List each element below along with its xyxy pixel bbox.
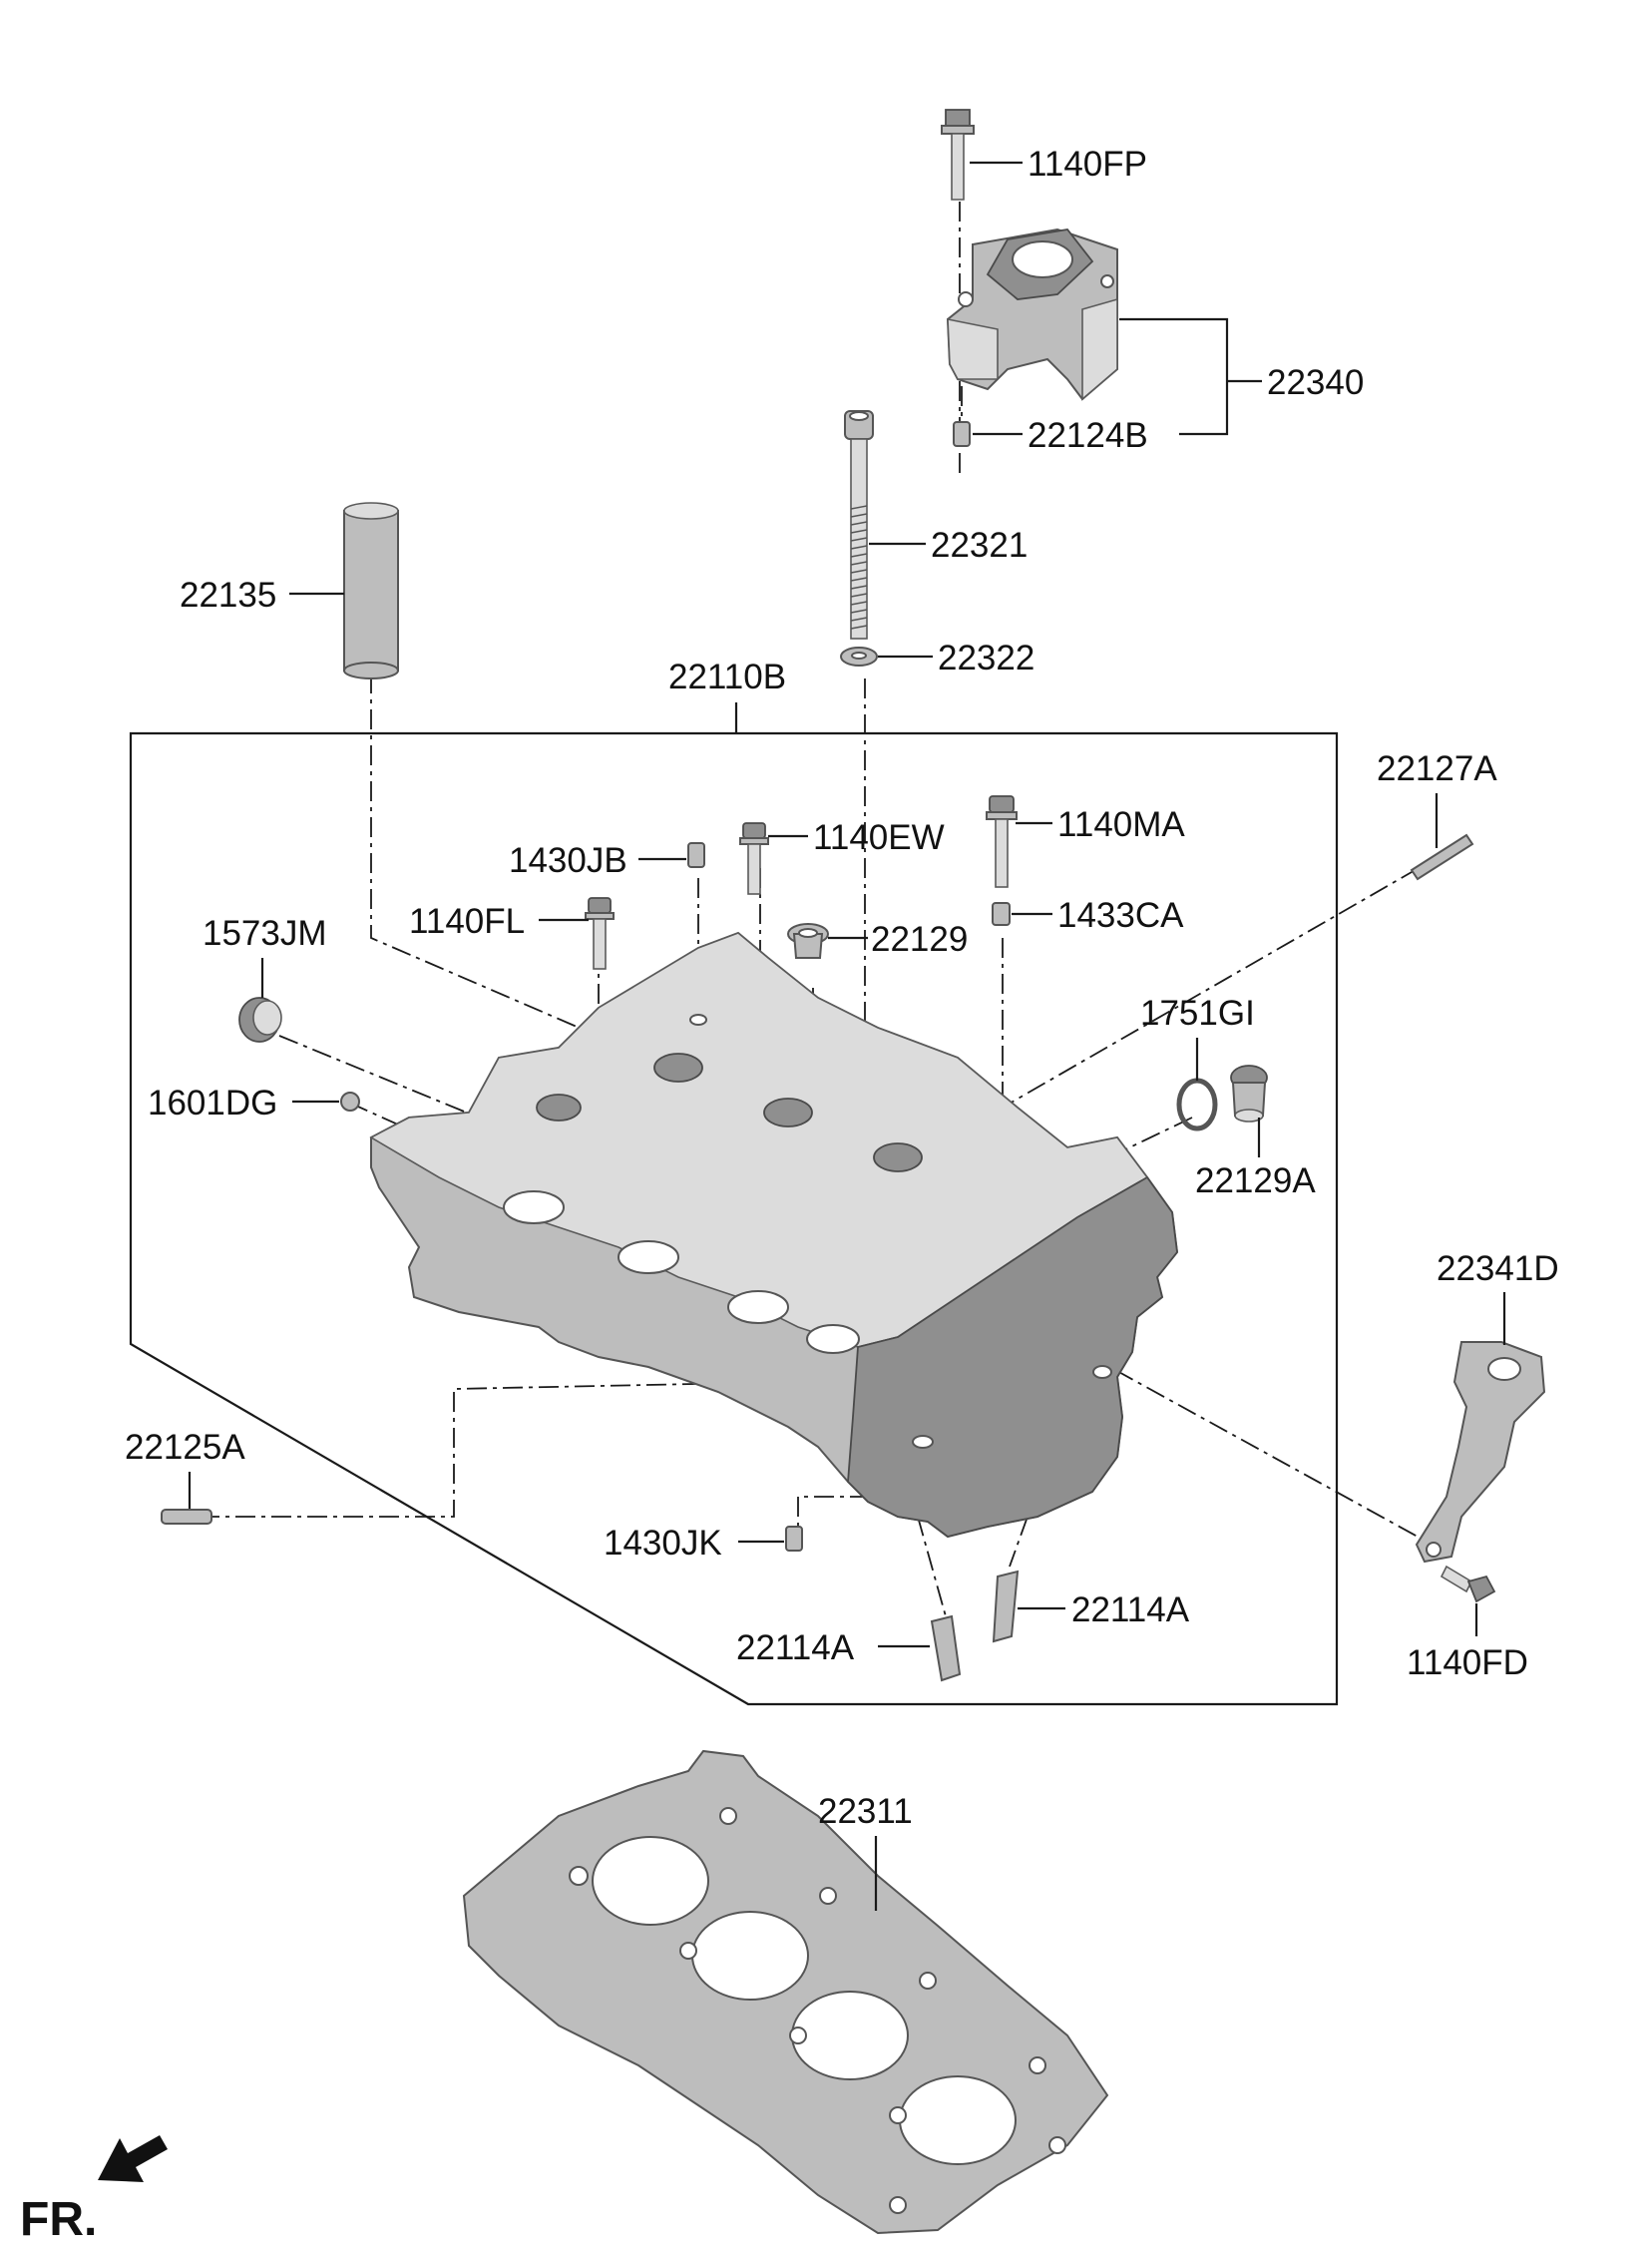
dowel-1430JK: [785, 1526, 803, 1552]
label-22127A: 22127A: [1377, 749, 1497, 788]
label-22129A: 22129A: [1195, 1161, 1316, 1200]
assembly-frame: [129, 731, 1339, 1706]
label-1573JM: 1573JM: [203, 914, 327, 953]
head-bolt-22321: [844, 410, 874, 640]
dowel-1430JB: [687, 842, 705, 868]
label-22321: 22321: [931, 526, 1028, 565]
label-22129: 22129: [871, 920, 968, 959]
bolt-1140FL: [585, 897, 615, 970]
label-1751GI: 1751GI: [1140, 994, 1255, 1033]
label-1140FL: 1140FL: [409, 902, 525, 941]
cylinder-head-22110B: [369, 931, 1179, 1539]
bolt-1140FP: [941, 109, 975, 201]
bolt-1140EW: [739, 822, 769, 895]
dowel-22124B: [953, 421, 971, 447]
front-direction-arrow-icon: [98, 2135, 168, 2182]
dowel-1433CA: [992, 902, 1011, 926]
label-22322: 22322: [938, 639, 1034, 677]
label-22311: 22311: [818, 1792, 913, 1831]
label-1433CA: 1433CA: [1057, 896, 1184, 935]
label-22135: 22135: [180, 576, 276, 615]
bolt-1140FD: [1440, 1565, 1496, 1603]
bolt-1140MA: [986, 795, 1018, 888]
label-1140MA: 1140MA: [1057, 805, 1185, 844]
label-1140EW: 1140EW: [813, 818, 945, 857]
label-22125A: 22125A: [125, 1428, 245, 1467]
label-22110B: 22110B: [668, 658, 786, 696]
bracket-22341D: [1415, 1341, 1546, 1564]
pin-22127A: [1410, 833, 1474, 881]
plug-22129A: [1230, 1065, 1268, 1123]
tube-22135: [343, 502, 399, 679]
plug-22129: [787, 923, 829, 959]
pin-22125A: [161, 1509, 212, 1525]
sleeve-22114A-right: [992, 1570, 1020, 1643]
label-1140FP: 1140FP: [1028, 145, 1147, 184]
label-22341D: 22341D: [1437, 1249, 1559, 1288]
bracket-22340: [946, 227, 1118, 401]
leader-22340: [1119, 317, 1262, 436]
oring-1751GI: [1176, 1078, 1218, 1131]
washer-22322: [840, 647, 878, 667]
label-1430JK: 1430JK: [604, 1524, 722, 1563]
label-22124B: 22124B: [1028, 416, 1148, 455]
label-22340: 22340: [1267, 363, 1364, 402]
cap-1573JM: [238, 997, 282, 1043]
front-direction-label: FR.: [20, 2193, 97, 2246]
label-22114A-right: 22114A: [1071, 1590, 1190, 1629]
label-22114A-left: 22114A: [736, 1628, 855, 1667]
label-1140FD: 1140FD: [1407, 1643, 1528, 1682]
label-1430JB: 1430JB: [509, 841, 627, 880]
sleeve-22114A-left: [930, 1614, 962, 1682]
ball-1601DG: [340, 1092, 360, 1112]
label-1601DG: 1601DG: [148, 1084, 277, 1123]
head-gasket-22311: [462, 1749, 1109, 2235]
